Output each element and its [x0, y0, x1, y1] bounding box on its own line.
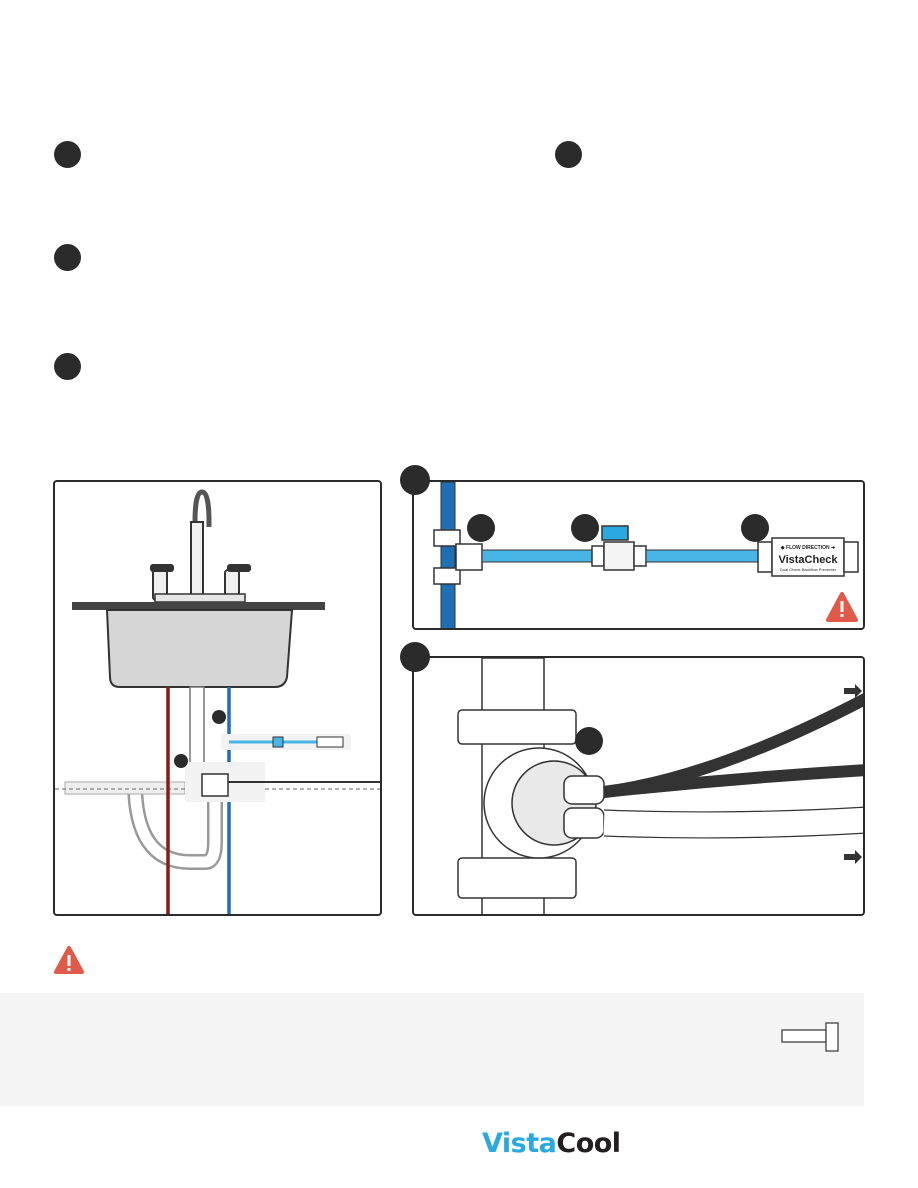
arrow-right-icon-2 [844, 850, 862, 864]
drain-connection-diagram [457, 658, 863, 914]
cold-water-pipe [440, 482, 456, 628]
bottom-coupling [457, 857, 577, 899]
sink-diagram-panel [53, 480, 382, 916]
valve-assembly-diagram: ◆ FLOW DIRECTION ➔ VistaCheck Dual Check… [433, 482, 859, 628]
check-valve-end-right [843, 541, 859, 573]
top-coupling [457, 709, 577, 745]
marker-check [741, 514, 769, 542]
tee-branch [455, 543, 483, 571]
notes-band [0, 993, 864, 1106]
valve-handle [601, 525, 629, 541]
faucet-body [190, 521, 204, 603]
check-valve-subtitle: Dual Check Backflow Preventer [780, 567, 837, 572]
step-bullet-4 [54, 353, 81, 380]
tube-dark-2 [603, 764, 863, 798]
tee-top [433, 529, 461, 547]
sink-basin [105, 609, 294, 688]
valve-end-right [633, 545, 647, 567]
panel-marker-drain [400, 642, 430, 672]
valve-detail-panel: ◆ FLOW DIRECTION ➔ VistaCheck Dual Check… [412, 480, 865, 630]
step-bullet-3 [54, 244, 81, 271]
mini-check-valve [316, 736, 344, 748]
check-valve-name: VistaCheck [778, 554, 838, 566]
mini-marker-b [174, 754, 188, 768]
mini-marker-a [212, 710, 226, 724]
marker-valve [571, 514, 599, 542]
countertop [72, 602, 325, 610]
handle-top-right [227, 564, 251, 572]
faucet-spout [192, 489, 212, 602]
marker-drain-fitting [575, 727, 603, 755]
brand-logo: VistaCool [482, 1128, 621, 1159]
valve-end-left [591, 545, 605, 567]
check-valve-flow-label: ◆ FLOW DIRECTION ➔ [780, 545, 836, 551]
flow-tube-icon [781, 1022, 839, 1052]
tee-bottom [433, 567, 461, 585]
tube-white [603, 807, 863, 838]
arrow-right-icon [844, 684, 862, 698]
shutoff-valve [603, 541, 635, 571]
faucet-base [154, 593, 246, 603]
check-valve-end-left [757, 541, 773, 573]
water-tube-2 [645, 549, 759, 563]
marker-tee [467, 514, 495, 542]
water-tube-1 [481, 549, 593, 563]
fitting-lower [563, 807, 605, 839]
fitting-upper [563, 775, 605, 805]
sink-diagram [55, 489, 380, 914]
panel-marker-valve [400, 465, 430, 495]
check-valve-body [771, 537, 845, 577]
warning-icon [54, 946, 84, 974]
step-bullet-1 [54, 141, 81, 168]
mini-valve [272, 736, 284, 748]
handle-top-left [150, 564, 174, 572]
drain-saddle [201, 773, 229, 797]
drain-detail-panel [412, 656, 865, 916]
brand-logo-part1: Vista [482, 1128, 557, 1159]
brand-logo-part2: Cool [556, 1128, 621, 1159]
step-bullet-2 [555, 141, 582, 168]
